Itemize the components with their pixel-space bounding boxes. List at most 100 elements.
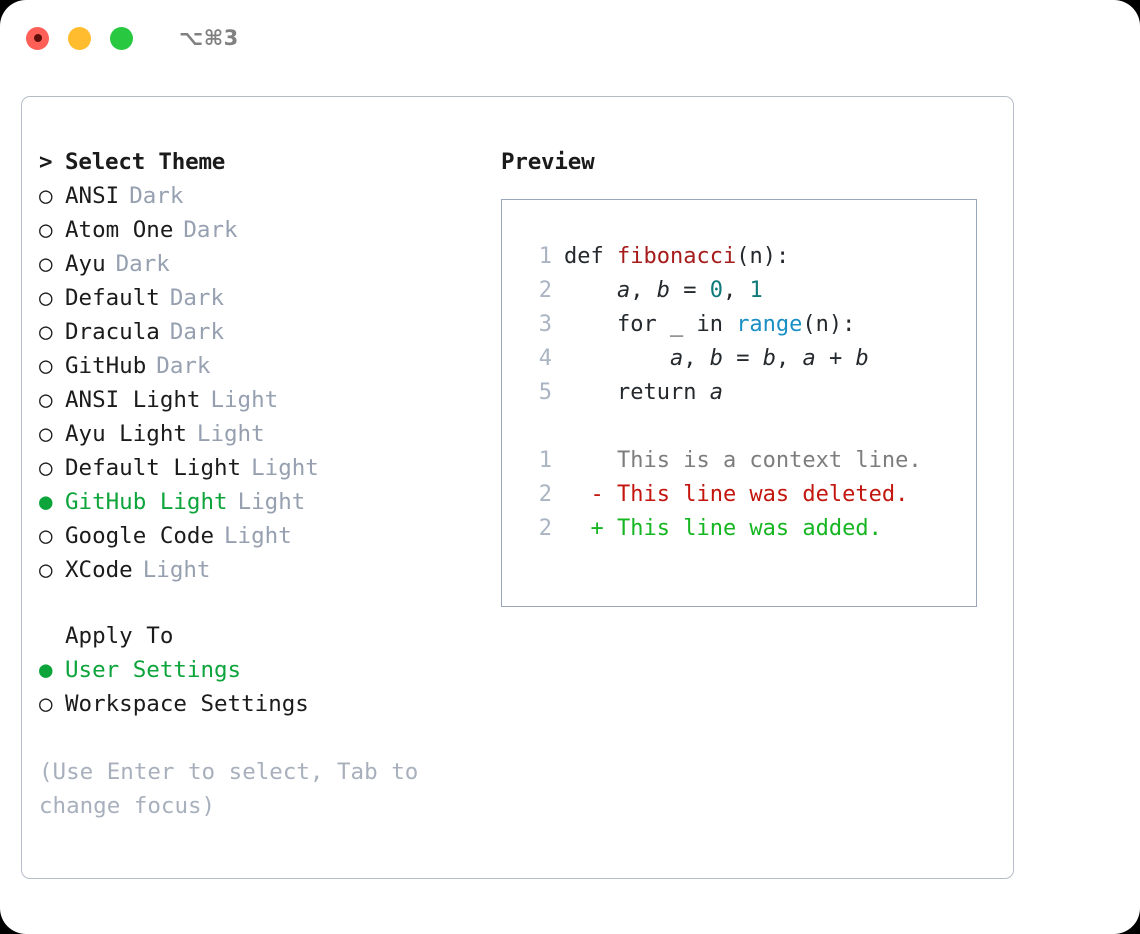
radio-unselected-icon[interactable]: ○	[39, 455, 53, 481]
diff-line-text: - This line was deleted.	[564, 482, 908, 507]
diff-line: 2 + This line was added.	[524, 516, 976, 550]
theme-name-label: Ayu Light	[65, 421, 187, 447]
diff-sign	[564, 448, 617, 473]
diff-line-number: 2	[538, 516, 552, 541]
code-line-number: 1	[538, 244, 552, 269]
code-token-fn: fibonacci	[616, 244, 737, 269]
code-token-num: 1	[749, 278, 763, 303]
theme-name-label: Default	[65, 285, 160, 311]
radio-unselected-icon[interactable]: ○	[39, 421, 53, 447]
code-token-punct	[564, 346, 670, 371]
radio-unselected-icon[interactable]: ○	[39, 691, 53, 717]
theme-name-label: XCode	[65, 557, 133, 583]
code-token-var: b	[656, 278, 670, 303]
code-token-punct: for _ in	[564, 312, 737, 337]
radio-unselected-icon[interactable]: ○	[39, 353, 53, 379]
minimize-button-icon[interactable]	[68, 26, 91, 50]
code-line-number: 2	[538, 278, 552, 303]
diff-sign: +	[564, 516, 617, 541]
theme-list-item[interactable]: ○ ANSI Dark	[39, 183, 509, 217]
help-text: (Use Enter to select, Tab to change focu…	[39, 759, 419, 819]
code-token-var: a	[669, 346, 684, 371]
code-token-var: a	[616, 278, 631, 303]
theme-variant-tag: Dark	[169, 285, 225, 311]
code-token-punct: =	[669, 278, 710, 303]
theme-list-item[interactable]: ○ ANSI Light Light	[39, 387, 509, 421]
apply-to-list: ●User Settings○ Workspace Settings	[39, 657, 509, 725]
theme-list-item[interactable]: ○ Default Dark	[39, 285, 509, 319]
code-token-punct: ,	[775, 346, 803, 371]
diff-sign: -	[564, 482, 617, 507]
code-line: 1 def fibonacci(n):	[524, 244, 976, 278]
code-diff-spacer	[524, 414, 976, 448]
radio-unselected-icon[interactable]: ○	[39, 387, 53, 413]
code-token-punct: (n):	[802, 312, 856, 337]
diff-line: 1 This is a context line.	[524, 448, 976, 482]
code-token-num: 0	[709, 278, 723, 303]
code-token-var: b	[762, 346, 776, 371]
preview-title: Preview	[501, 149, 595, 175]
theme-name-label: Dracula	[65, 319, 160, 345]
close-button-icon[interactable]	[26, 26, 49, 50]
code-line-text: a, b = 0, 1	[564, 278, 763, 303]
title-bar: ⌥⌘3	[0, 0, 1140, 76]
code-token-var: b	[855, 346, 869, 371]
code-line-text: def fibonacci(n):	[564, 244, 789, 269]
radio-unselected-icon[interactable]: ○	[39, 523, 53, 549]
diff-text: This line was deleted.	[616, 482, 909, 507]
code-line: 4 a, b = b, a + b	[524, 346, 976, 380]
radio-unselected-icon[interactable]: ○	[39, 285, 53, 311]
radio-unselected-icon[interactable]: ○	[39, 251, 53, 277]
recording-dot-icon	[33, 34, 42, 42]
theme-variant-tag: Dark	[115, 251, 170, 277]
apply-to-option[interactable]: ○ Workspace Settings	[39, 691, 509, 725]
code-token-punct: +	[815, 346, 856, 371]
code-token-var: a	[802, 346, 816, 371]
theme-variant-tag: Light	[196, 421, 265, 447]
theme-variant-tag: Light	[251, 455, 319, 481]
diff-text: This line was added.	[616, 516, 882, 541]
code-token-punct: =	[722, 346, 763, 371]
radio-unselected-icon[interactable]: ○	[39, 557, 53, 583]
theme-name-label: ANSI	[65, 183, 120, 209]
code-token-punct: return	[564, 380, 710, 405]
theme-name-label: Atom One	[65, 217, 174, 243]
code-token-punct: ,	[722, 278, 750, 303]
prompt-caret-icon: >	[39, 149, 53, 175]
apply-to-option[interactable]: ●User Settings	[39, 657, 509, 691]
code-token-var: b	[709, 346, 723, 371]
radio-unselected-icon[interactable]: ○	[39, 217, 53, 243]
theme-list-item[interactable]: ○ Ayu Light Light	[39, 421, 509, 455]
radio-selected-icon[interactable]: ●	[39, 489, 53, 515]
radio-unselected-icon[interactable]: ○	[39, 319, 53, 345]
theme-name-label: ANSI Light	[65, 387, 201, 413]
theme-variant-tag: Dark	[129, 183, 184, 209]
theme-name-label: Google Code	[65, 523, 215, 549]
apply-to-option-label: Workspace Settings	[65, 691, 309, 717]
apply-to-heading: Apply To	[39, 623, 509, 657]
theme-list-item[interactable]: ○ Ayu Dark	[39, 251, 509, 285]
radio-selected-icon[interactable]: ●	[39, 657, 53, 683]
maximize-button-icon[interactable]	[110, 26, 133, 50]
page-title: Select Theme	[65, 149, 226, 175]
radio-unselected-icon[interactable]: ○	[39, 183, 53, 209]
theme-variant-tag: Light	[210, 387, 279, 413]
theme-name-label: Ayu	[65, 251, 106, 277]
code-token-punct	[564, 278, 617, 303]
code-line-number: 4	[538, 346, 552, 371]
code-line-text: a, b = b, a + b	[564, 346, 869, 371]
code-line: 5 return a	[524, 380, 976, 414]
apply-to-label: Apply To	[65, 623, 174, 649]
diff-line: 2 - This line was deleted.	[524, 482, 976, 516]
theme-variant-tag: Dark	[156, 353, 211, 379]
